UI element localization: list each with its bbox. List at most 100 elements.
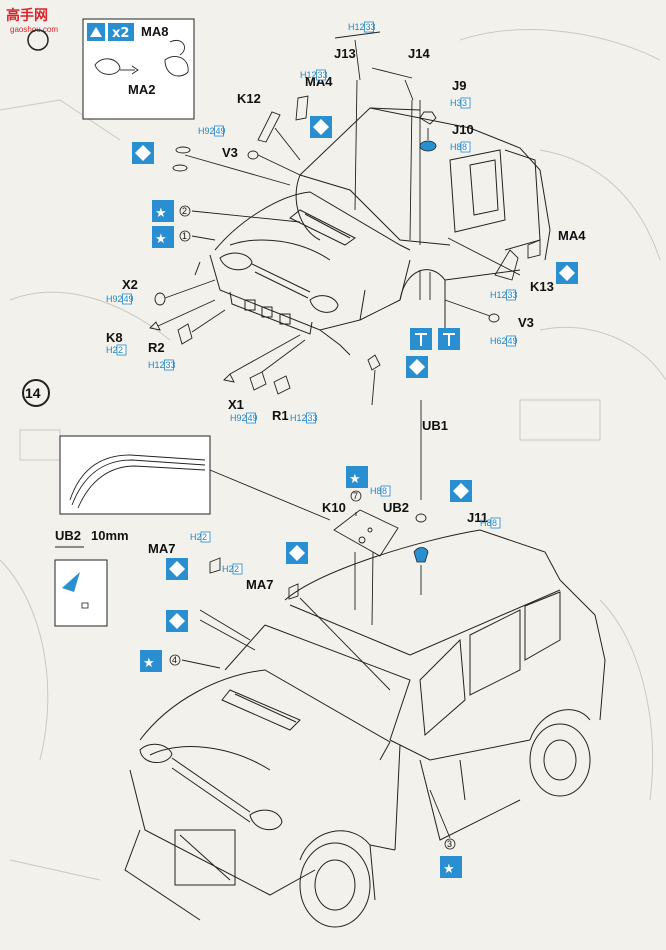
diamond-symbol-icon (556, 262, 578, 284)
part-label-ma4b: MA4 (558, 228, 586, 243)
part-label-j10: J10 (452, 122, 474, 137)
part-label-r2: R2 (148, 340, 165, 355)
part-label-j14: J14 (408, 46, 430, 61)
svg-text:H92: H92 (106, 294, 123, 304)
background-ghost-drawing (0, 29, 666, 881)
svg-text:H8: H8 (450, 142, 462, 152)
watermark-logo: 高手网 gaoshou.com (6, 7, 58, 34)
svg-text:H92: H92 (230, 413, 247, 423)
svg-text:H12: H12 (290, 413, 307, 423)
diamond-symbol-icon (286, 542, 308, 564)
step-14-marker: 14 (22, 379, 50, 407)
svg-text:★: ★ (155, 232, 167, 247)
front-small-parts (149, 279, 381, 406)
svg-text:★: ★ (349, 472, 361, 487)
decal-num-7: 7 (353, 491, 358, 501)
star-symbol-icon: ★ (140, 650, 162, 672)
part-label-v3: V3 (222, 145, 238, 160)
part-label-k13: K13 (530, 279, 554, 294)
part-label-x1: X1 (228, 397, 244, 412)
j9-j10-parts (419, 111, 437, 152)
svg-text:H12: H12 (490, 290, 507, 300)
svg-text:33: 33 (308, 413, 318, 423)
k12-v3-parts (172, 95, 309, 186)
part-label-j9: J9 (452, 78, 466, 93)
diamond-symbol-icon (310, 116, 332, 138)
svg-text:3: 3 (462, 98, 467, 108)
star-symbol-icon: ★ (152, 226, 174, 248)
svg-text:H3: H3 (450, 98, 462, 108)
part-label-ub2: UB2 (383, 500, 409, 515)
svg-text:H92: H92 (198, 126, 215, 136)
part-label-r1: R1 (272, 408, 289, 423)
svg-text:8: 8 (492, 518, 497, 528)
svg-text:★: ★ (143, 656, 155, 671)
k10-roof-plate (333, 509, 399, 626)
svg-text:2: 2 (118, 345, 123, 355)
part-label-v3b: V3 (518, 315, 534, 330)
svg-text:H8: H8 (370, 486, 382, 496)
part-label-ma4: MA4 (305, 74, 333, 89)
svg-text:49: 49 (508, 336, 518, 346)
svg-text:H12: H12 (148, 360, 165, 370)
svg-text:H12: H12 (348, 22, 365, 32)
antenna-ub1 (413, 400, 429, 595)
blue-symbol-boxes: ★★★★★ (132, 116, 578, 878)
star-symbol-icon: ★ (152, 200, 174, 222)
svg-text:MA2: MA2 (128, 82, 155, 97)
lower-car-body (124, 529, 606, 928)
k13-ma4-right (419, 237, 541, 323)
svg-text:MA8: MA8 (141, 24, 168, 39)
detail-inset (59, 435, 331, 521)
wiper-j13-j14 (334, 31, 421, 245)
diamond-symbol-icon (450, 480, 472, 502)
diamond-symbol-icon (166, 558, 188, 580)
decal-num-4: 4 (172, 655, 177, 665)
svg-text:49: 49 (248, 413, 258, 423)
svg-text:33: 33 (366, 22, 376, 32)
svg-text:33: 33 (166, 360, 176, 370)
decal-num-3: 3 (447, 839, 452, 849)
svg-text:x2: x2 (112, 26, 129, 41)
ma8-ma2-inset: x2 MA8 MA2 (82, 18, 195, 120)
step-number: 14 (25, 385, 41, 401)
svg-text:H2: H2 (106, 345, 118, 355)
prev-step-marker (27, 29, 49, 51)
part-label-ma7b: MA7 (246, 577, 273, 592)
star-symbol-icon: ★ (346, 466, 368, 488)
part-label-ub1: UB1 (422, 418, 448, 433)
svg-text:2: 2 (202, 532, 207, 542)
svg-text:49: 49 (124, 294, 134, 304)
part-label-k8: K8 (106, 330, 123, 345)
svg-text:49: 49 (216, 126, 226, 136)
part-label-j13: J13 (334, 46, 356, 61)
ub2-note: UB2 10mm (54, 528, 129, 627)
part-label-j11: J11 (467, 510, 488, 525)
svg-text:H2: H2 (222, 564, 234, 574)
svg-text:★: ★ (155, 206, 167, 221)
part-label-k12: K12 (237, 91, 261, 106)
part-label-ma7: MA7 (148, 541, 175, 556)
svg-text:2: 2 (234, 564, 239, 574)
svg-text:gaoshou.com: gaoshou.com (10, 25, 58, 34)
part-label-x2: X2 (122, 277, 138, 292)
svg-text:8: 8 (382, 486, 387, 496)
tee-symbol-icon (410, 328, 432, 350)
